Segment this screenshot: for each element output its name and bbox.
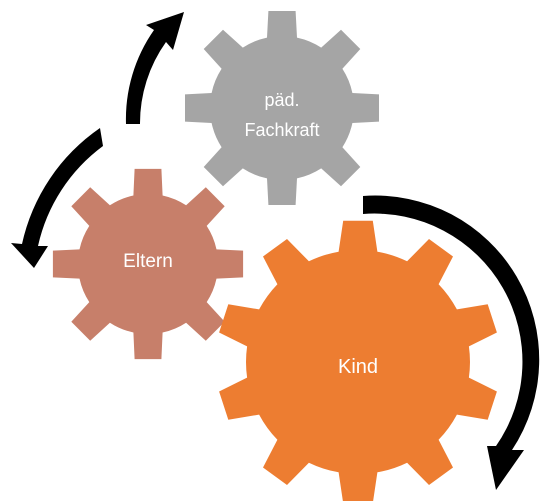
gear-eltern-label: Eltern (123, 251, 173, 272)
arrow-kind-shape (363, 195, 540, 490)
gear-kind: Kind (219, 220, 497, 501)
gear-kind-label: Kind (338, 356, 378, 378)
gear-paed-fachkraft: päd. Fachkraft (185, 11, 379, 205)
gear-eltern-shape (52, 168, 244, 360)
gear-eltern: Eltern (52, 168, 244, 360)
arrow-eltern (11, 128, 103, 268)
gear-fachkraft-label-line1: päd. (264, 90, 299, 110)
gear-fachkraft-shape (185, 11, 379, 205)
arrow-fachkraft (125, 12, 184, 124)
arrow-eltern-shape (11, 128, 103, 268)
arrow-kind (363, 195, 540, 490)
arrow-fachkraft-shape (125, 12, 184, 124)
gear-fachkraft-label-line2: Fachkraft (244, 120, 319, 140)
gear-kind-shape (219, 220, 497, 501)
